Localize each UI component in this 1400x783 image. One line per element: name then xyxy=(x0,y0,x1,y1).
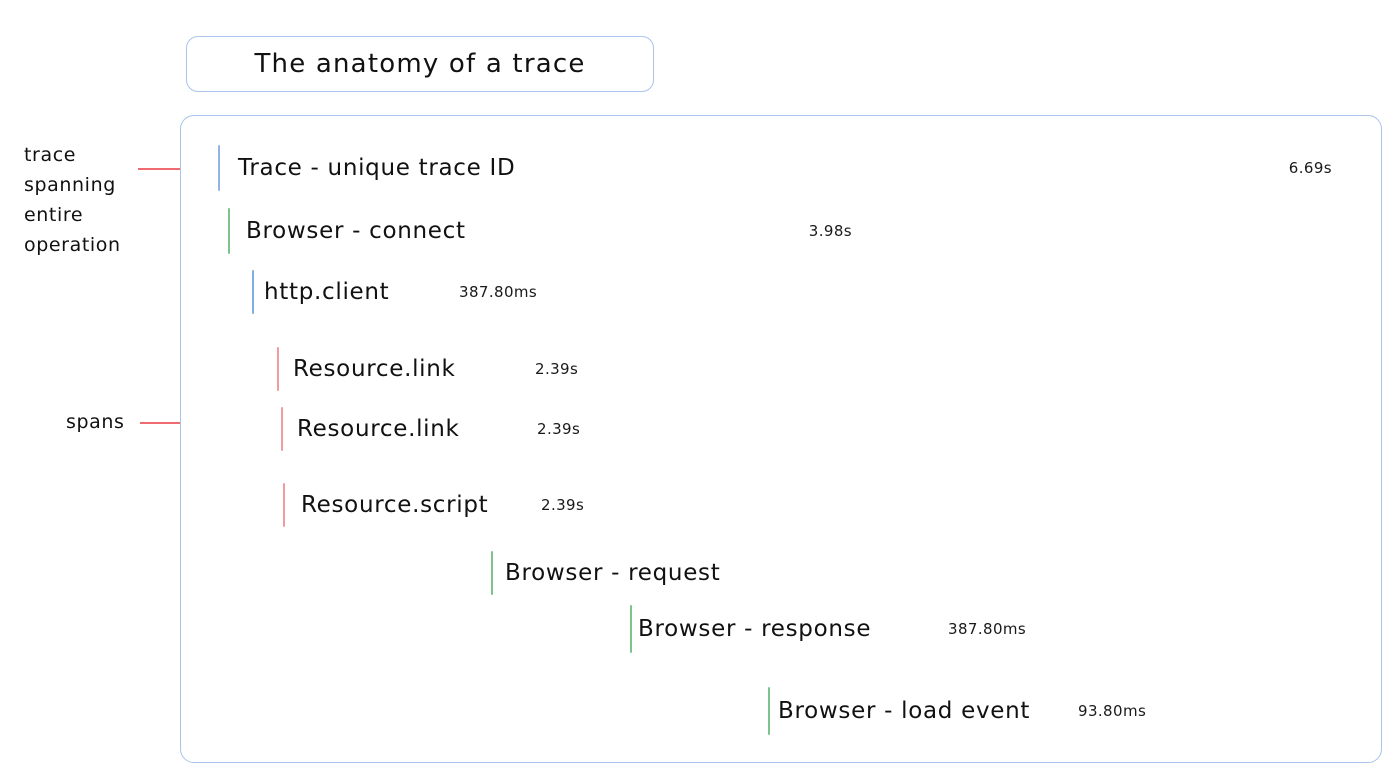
span-duration-browser-response: 387.80ms xyxy=(948,620,1027,638)
span-bar-browser-response xyxy=(630,605,632,653)
diagram-title-text: The anatomy of a trace xyxy=(254,49,586,79)
span-bar-browser-load-event xyxy=(768,687,770,735)
span-bar-trace xyxy=(218,145,220,191)
span-bar-resource-link-2 xyxy=(281,407,283,451)
span-label-resource-script: Resource.script xyxy=(301,492,489,518)
span-row-trace[interactable]: Trace - unique trace ID 6.69s xyxy=(218,145,1360,191)
span-duration-browser-load-event: 93.80ms xyxy=(1078,702,1147,720)
span-row-resource-link-1[interactable]: Resource.link 2.39s xyxy=(277,347,578,391)
span-bar-browser-request xyxy=(491,551,493,595)
span-duration-http-client: 387.80ms xyxy=(459,283,538,301)
span-row-resource-script[interactable]: Resource.script 2.39s xyxy=(283,483,584,527)
span-bar-resource-script xyxy=(283,483,285,527)
span-bar-resource-link-1 xyxy=(277,347,279,391)
annotation-trace-leader-line xyxy=(138,168,200,170)
span-row-browser-request[interactable]: Browser - request xyxy=(491,551,720,595)
span-row-resource-link-2[interactable]: Resource.link 2.39s xyxy=(281,407,580,451)
span-label-browser-request: Browser - request xyxy=(505,560,721,586)
diagram-title-box: The anatomy of a trace xyxy=(186,36,654,92)
span-bar-http-client xyxy=(252,270,254,314)
span-label-browser-connect: Browser - connect xyxy=(246,218,466,244)
span-label-browser-response: Browser - response xyxy=(638,616,872,642)
span-row-browser-load-event[interactable]: Browser - load event 93.80ms xyxy=(768,687,1146,735)
span-label-http-client: http.client xyxy=(264,279,390,305)
span-duration-trace: 6.69s xyxy=(1288,159,1332,177)
trace-waterfall-container xyxy=(180,115,1382,763)
annotation-spans-leader-line xyxy=(140,422,212,424)
span-row-http-client[interactable]: http.client 387.80ms xyxy=(252,270,537,314)
span-duration-resource-link-1: 2.39s xyxy=(535,360,579,378)
span-label-resource-link-2: Resource.link xyxy=(297,416,460,442)
span-duration-browser-connect: 3.98s xyxy=(808,222,852,240)
span-label-browser-load-event: Browser - load event xyxy=(778,698,1031,724)
span-row-browser-connect[interactable]: Browser - connect 3.98s xyxy=(228,208,878,254)
span-duration-resource-script: 2.39s xyxy=(541,496,585,514)
span-bar-browser-connect xyxy=(228,208,230,254)
span-row-browser-response[interactable]: Browser - response 387.80ms xyxy=(630,605,1026,653)
span-label-resource-link-1: Resource.link xyxy=(293,356,456,382)
annotation-spans-label: spans xyxy=(66,411,125,433)
annotation-trace-label: trace spanning entire operation xyxy=(24,144,121,256)
span-duration-resource-link-2: 2.39s xyxy=(537,420,581,438)
span-label-trace: Trace - unique trace ID xyxy=(238,155,516,181)
